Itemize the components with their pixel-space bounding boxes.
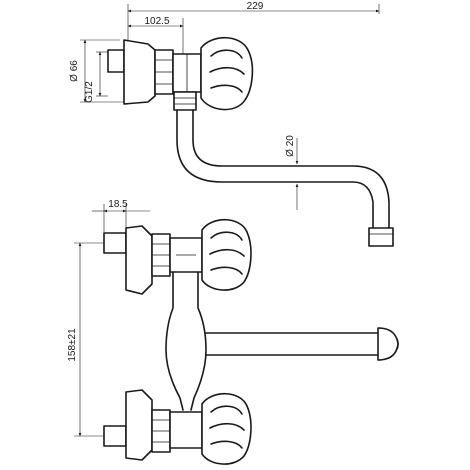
- body-column: [165, 254, 207, 411]
- flange-diameter-label: Ø 66: [69, 60, 80, 82]
- thread-label: G1/2: [84, 81, 95, 103]
- upper-handle: [201, 218, 252, 291]
- wall-flange-top: [107, 39, 156, 105]
- lower-inlet-assembly: [103, 389, 203, 461]
- horizontal-spout: [205, 327, 399, 361]
- front-view: 18.5 158±21: [67, 199, 399, 465]
- inlet-depth-label: 18.5: [108, 199, 128, 210]
- spout-offset-label: 102.5: [144, 16, 169, 27]
- valve-body-top: [172, 53, 202, 93]
- spout-swivel-top: [173, 91, 197, 111]
- dimension-center-distance: 158±21: [67, 242, 110, 437]
- dimension-overall-length: 229: [127, 1, 380, 40]
- overall-length-label: 229: [247, 1, 264, 12]
- top-view: 229 102.5 Ø 66 G1/2: [69, 1, 394, 247]
- dimension-flange-diameter: Ø 66: [69, 39, 125, 103]
- hex-nut-top: [154, 49, 174, 95]
- dimension-spout-diameter: Ø 20: [285, 135, 299, 210]
- spout-diameter-label: Ø 20: [285, 135, 296, 157]
- center-distance-label: 158±21: [67, 328, 78, 362]
- handle-top: [200, 36, 254, 111]
- lower-handle: [201, 392, 252, 465]
- upper-inlet-assembly: [103, 225, 203, 295]
- spout-pipe-top: [176, 109, 394, 247]
- dimension-thread: G1/2: [84, 51, 108, 103]
